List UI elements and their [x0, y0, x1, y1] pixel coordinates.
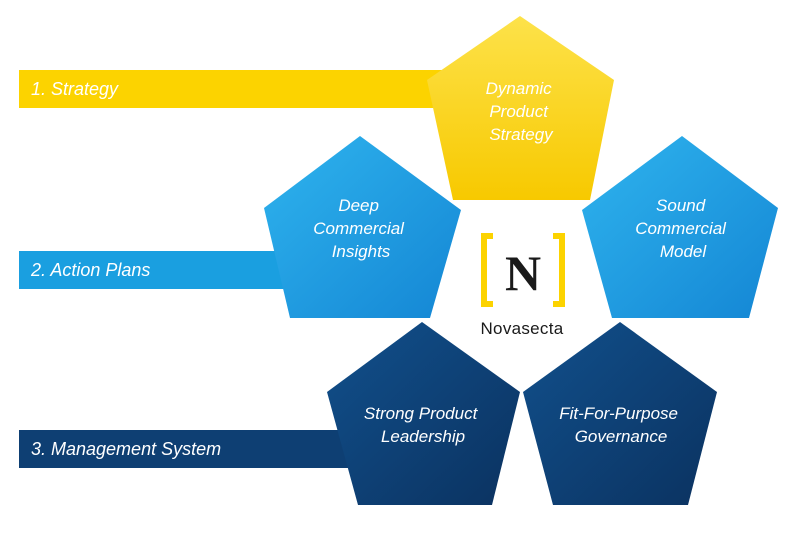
- pentagon-shape: [327, 322, 520, 505]
- level-label-management-system: 3. Management System: [31, 438, 222, 459]
- novasecta-logo: N Novasecta: [480, 233, 565, 338]
- pentagon-text: Fit-For-Purpose Governance: [559, 404, 682, 446]
- pentagon-deep-commercial-insights: Deep Commercial Insights: [264, 136, 461, 318]
- pentagon-text: Sound Commercial Model: [635, 196, 730, 261]
- pentagon-sound-commercial-model: Sound Commercial Model: [582, 136, 778, 318]
- level-bar-management-system: 3. Management System: [19, 430, 364, 468]
- logo-letter: N: [505, 245, 541, 301]
- pentagon-text: Deep Commercial Insights: [313, 196, 408, 261]
- pentagon-text: Strong Product Leadership: [364, 404, 482, 446]
- level-bar-action-plans: 2. Action Plans: [19, 251, 309, 289]
- pentagon-shape: [427, 16, 614, 200]
- logo-brackets: [481, 233, 565, 307]
- pentagon-shape: [523, 322, 717, 505]
- pentagon-dynamic-product-strategy: Dynamic Product Strategy: [427, 16, 614, 200]
- level-label-action-plans: 2. Action Plans: [31, 259, 151, 280]
- pentagon-shape: [582, 136, 778, 318]
- pentagon-fit-for-purpose-governance: Fit-For-Purpose Governance: [523, 322, 717, 505]
- level-label-strategy: 1. Strategy: [31, 78, 119, 99]
- level-bar-strategy: 1. Strategy: [19, 70, 489, 108]
- pentagon-strong-product-leadership: Strong Product Leadership: [327, 322, 520, 505]
- pentagon-shape: [264, 136, 461, 318]
- pentagon-text: Dynamic Product Strategy: [486, 79, 557, 144]
- logo-name: Novasecta: [480, 319, 563, 338]
